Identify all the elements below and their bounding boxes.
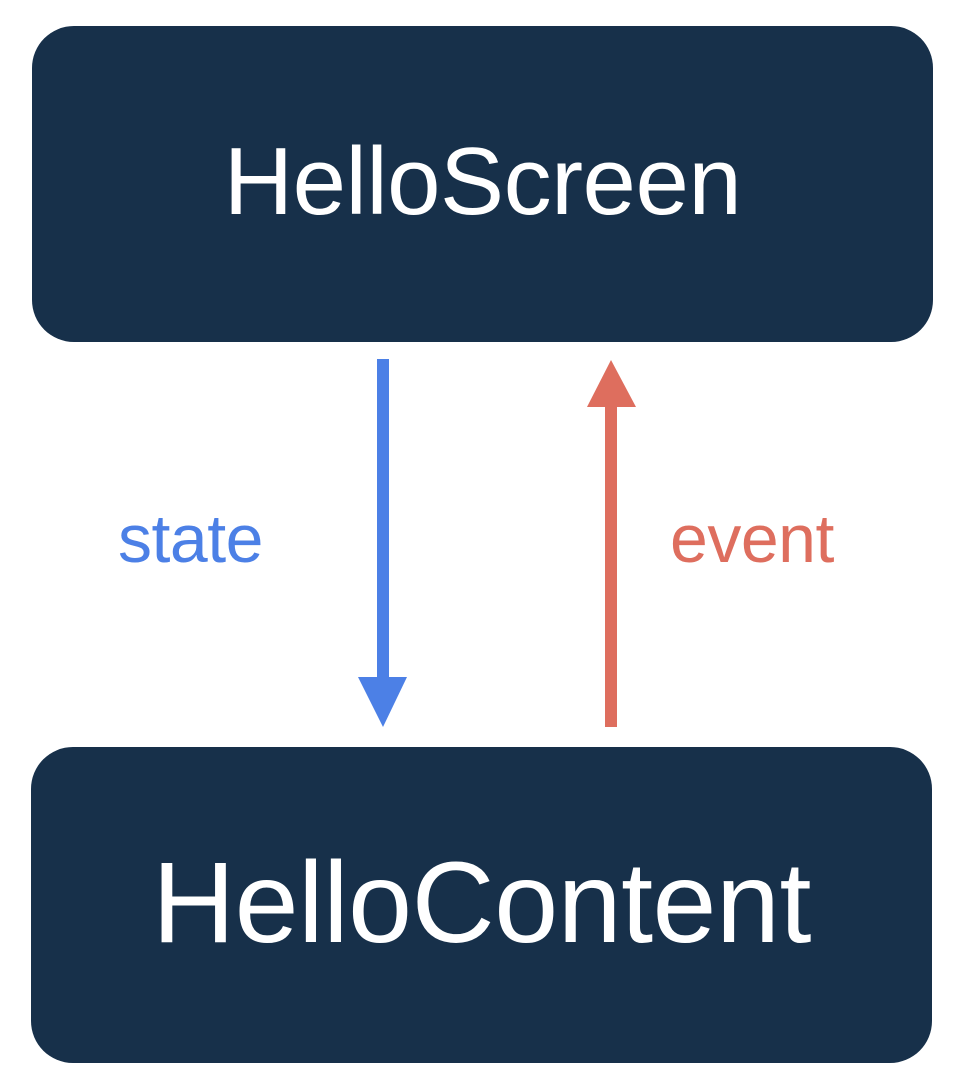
- state-arrow: [358, 359, 407, 727]
- node-hello-content-label: HelloContent: [152, 838, 811, 967]
- state-arrow-shaft: [377, 359, 389, 679]
- node-hello-screen[interactable]: HelloScreen: [32, 26, 933, 342]
- event-arrow: [587, 360, 636, 727]
- event-arrow-head: [587, 360, 636, 407]
- node-hello-content[interactable]: HelloContent: [31, 747, 932, 1063]
- event-arrow-shaft: [605, 405, 617, 727]
- node-hello-screen-label: HelloScreen: [223, 128, 742, 235]
- state-arrow-head: [358, 677, 407, 727]
- edge-label-state: state: [118, 501, 263, 577]
- edge-label-event: event: [670, 501, 834, 577]
